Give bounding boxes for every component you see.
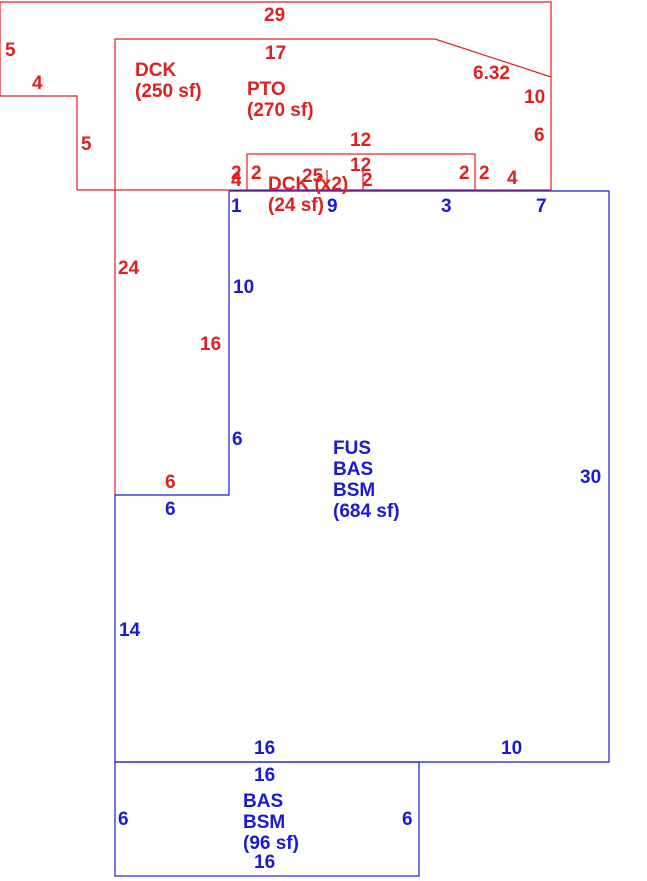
dim-blue-9: 9 <box>327 196 338 217</box>
dim-pto-top: 17 <box>265 43 286 64</box>
small-deck-code-label: DCK (x2) <box>268 174 348 195</box>
dim-blue-6-left: 6 <box>232 429 243 450</box>
dim-red-right: 6 <box>534 125 545 146</box>
dim-red-top: 29 <box>264 5 285 26</box>
dim-blue-10-left: 10 <box>233 277 254 298</box>
dim-dck-top-outer: 12 <box>350 130 371 151</box>
dim-red-bottom-right: 4 <box>507 168 518 189</box>
basement-outline <box>114 761 420 877</box>
patio-code-label: PTO <box>247 79 286 100</box>
bas-label: BAS <box>243 791 283 812</box>
deck-code-label: DCK <box>135 60 176 81</box>
fus-bsm-label: BSM <box>333 480 375 501</box>
dim-dck-left-2b: 2 <box>251 163 262 184</box>
dim-blue-10-bottom: 10 <box>501 738 522 759</box>
dim-dck-right-2b: 2 <box>479 163 490 184</box>
dim-dck-left-2a: 2 <box>231 163 242 184</box>
bas-area-label: (96 sf) <box>243 833 299 854</box>
fus-label: FUS <box>333 438 371 459</box>
dim-pto-right: 10 <box>524 87 545 108</box>
dim-bas-right: 6 <box>402 809 413 830</box>
patio-outline <box>114 38 552 495</box>
bas-bsm-label: BSM <box>243 812 285 833</box>
dim-pto-diag: 6.32 <box>473 63 510 84</box>
small-deck-area-label: (24 sf) <box>268 195 324 216</box>
dim-bas-bottom: 16 <box>254 852 275 873</box>
small-deck-outline <box>246 153 476 191</box>
dim-red-step-a: 4 <box>32 73 43 94</box>
dim-dck-right-2a: 2 <box>459 163 470 184</box>
dim-blue-7: 7 <box>536 196 547 217</box>
dim-blue-16-bottom: 16 <box>254 738 275 759</box>
dim-red-24: 24 <box>118 258 140 279</box>
fus-area-label: (684 sf) <box>333 501 400 522</box>
dim-dck-top-inner: 12 <box>350 155 371 176</box>
dim-bas-left: 6 <box>118 809 129 830</box>
dim-dck-2c: 2 <box>362 170 373 191</box>
patio-area-label: (270 sf) <box>247 100 314 121</box>
dim-dck-4: 4 <box>231 170 242 191</box>
dim-blue-6-step: 6 <box>165 499 176 520</box>
dim-bas-top: 16 <box>254 765 275 786</box>
dim-blue-30: 30 <box>580 467 601 488</box>
outer-deck-outline <box>0 1 552 190</box>
deck-area-label: (250 sf) <box>135 81 202 102</box>
dim-blue-14: 14 <box>119 620 141 641</box>
fus-bas-label: BAS <box>333 459 373 480</box>
dim-blue-1: 1 <box>231 196 242 217</box>
dim-red-16: 16 <box>200 334 221 355</box>
dim-blue-3: 3 <box>441 196 452 217</box>
dim-red-left-a: 5 <box>5 40 16 61</box>
dim-red-left-b: 5 <box>81 134 92 155</box>
dim-dck-25: 25 <box>302 166 324 187</box>
dim-red-6: 6 <box>165 472 176 493</box>
